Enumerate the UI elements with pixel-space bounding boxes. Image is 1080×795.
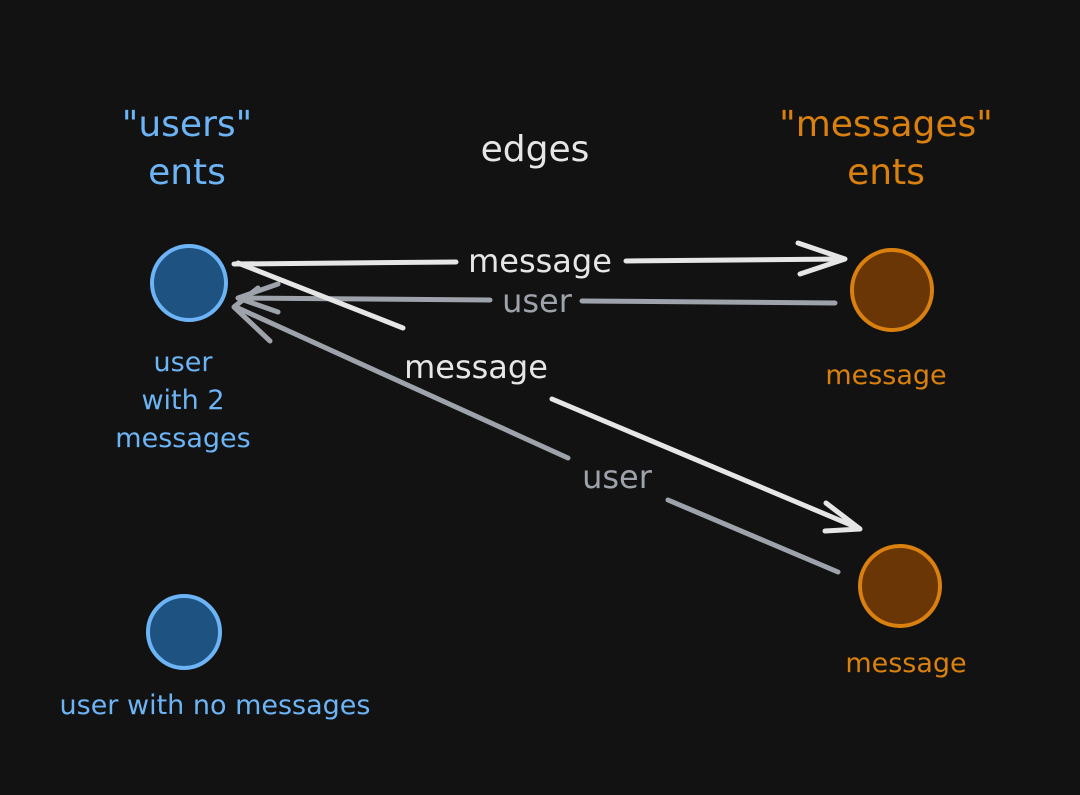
user-with-messages-caption-line2: with 2 [141,385,224,416]
user-node-without-messages [146,594,222,670]
edge-message-bottom-to-user: user [231,285,841,575]
message-node-top [850,248,934,332]
edges-heading: edges [481,129,590,170]
edge-label-backdrop [496,284,579,320]
edge-label-message-bottom: message [404,348,548,386]
edge-label-user-top: user [502,282,573,320]
edge-label-backdrop [462,244,618,280]
edge-label-backdrop [398,350,554,386]
edge-label-user-bottom: user [582,458,653,496]
user-with-messages-caption-line1: user [154,347,214,378]
user-without-messages-caption: user with no messages [60,690,371,721]
edge-message-top-to-user: user [235,281,838,320]
edge-user-to-message-top: message [231,240,848,280]
user-node-with-messages [150,244,228,322]
edge-label-message-top: message [468,242,612,280]
message-node-bottom [858,544,942,628]
edge-label-backdrop [576,460,659,496]
message-bottom-caption: message [845,648,966,679]
users-heading-line1: "users" [122,104,252,145]
edge-user-to-message-bottom: message [235,260,863,534]
user-with-messages-caption-line3: messages [115,423,250,454]
messages-heading-line2: ents [847,152,925,193]
messages-heading-line1: "messages" [779,104,993,145]
users-heading-line2: ents [148,152,226,193]
message-top-caption: message [825,360,946,391]
